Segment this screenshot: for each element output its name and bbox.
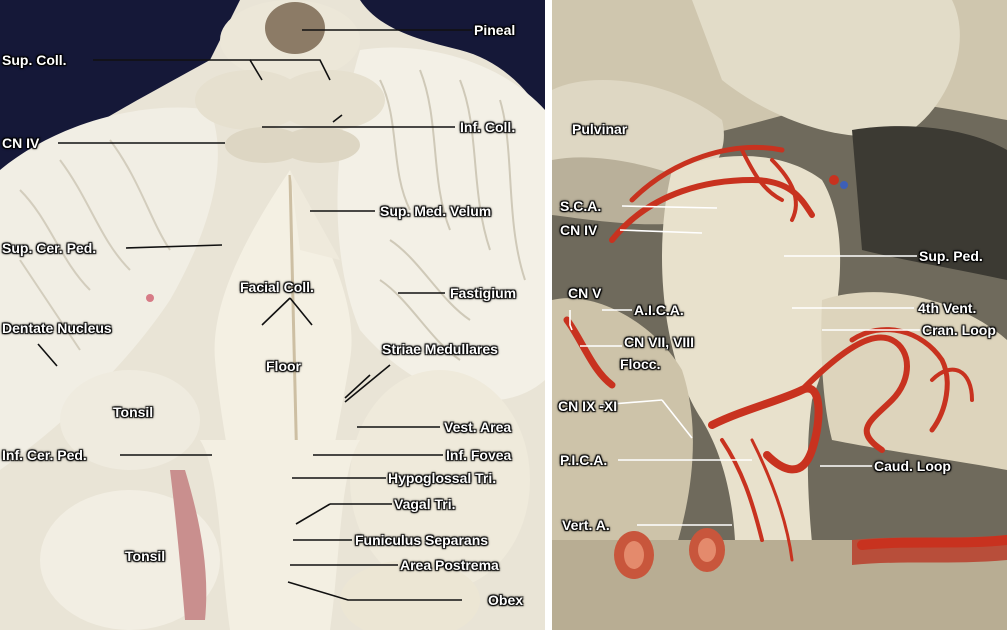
label-inf-coll: Inf. Coll.: [460, 119, 516, 135]
label-flocc: Flocc.: [620, 356, 661, 372]
label-inf-fovea: Inf. Fovea: [446, 447, 512, 463]
label-cn-iv-right: CN IV: [560, 222, 598, 238]
label-cn-vii-viii: CN VII, VIII: [624, 334, 695, 350]
right-specimen-panel: Pulvinar S.C.A. CN IV Sup. Ped. CN V A.I…: [552, 0, 1007, 630]
label-sca: S.C.A.: [560, 198, 602, 214]
label-pica: P.I.C.A.: [560, 452, 608, 468]
label-aica: A.I.C.A.: [634, 302, 684, 318]
left-specimen-panel: Pineal Sup. Coll. CN IV Inf. Coll. Sup. …: [0, 0, 545, 630]
label-cran-loop: Cran. Loop: [922, 322, 996, 338]
label-striae-medullares: Striae Medullares: [382, 341, 498, 357]
label-tonsil-lower: Tonsil: [125, 548, 166, 564]
label-area-postrema: Area Postrema: [400, 557, 499, 573]
label-cn-v: CN V: [568, 285, 602, 301]
label-sup-cer-ped: Sup. Cer. Ped.: [2, 240, 97, 256]
label-floor: Floor: [266, 358, 301, 374]
label-dentate-nucleus: Dentate Nucleus: [2, 320, 112, 336]
label-vagal-tri: Vagal Tri.: [394, 496, 456, 512]
label-cn-ix-xi: CN IX -XI: [558, 398, 618, 414]
label-sup-med-velum: Sup. Med. Velum: [380, 203, 492, 219]
label-cn-iv-left: CN IV: [2, 135, 40, 151]
label-funiculus-separans: Funiculus Separans: [355, 532, 489, 548]
label-facial-coll: Facial Coll.: [240, 279, 314, 295]
label-sup-coll: Sup. Coll.: [2, 52, 67, 68]
label-vest-area: Vest. Area: [444, 419, 512, 435]
label-pineal: Pineal: [474, 22, 516, 38]
label-obex: Obex: [488, 592, 524, 608]
label-pulvinar: Pulvinar: [572, 121, 628, 137]
right-specimen-photo: [552, 0, 1007, 630]
label-sup-ped: Sup. Ped.: [919, 248, 983, 264]
label-caud-loop: Caud. Loop: [874, 458, 951, 474]
label-fastigium: Fastigium: [450, 285, 517, 301]
label-inf-cer-ped: Inf. Cer. Ped.: [2, 447, 87, 463]
label-tonsil-upper: Tonsil: [113, 404, 154, 420]
label-4th-vent: 4th Vent.: [918, 300, 977, 316]
label-vert-a: Vert. A.: [562, 517, 610, 533]
label-hypoglossal-tri: Hypoglossal Tri.: [388, 470, 497, 486]
